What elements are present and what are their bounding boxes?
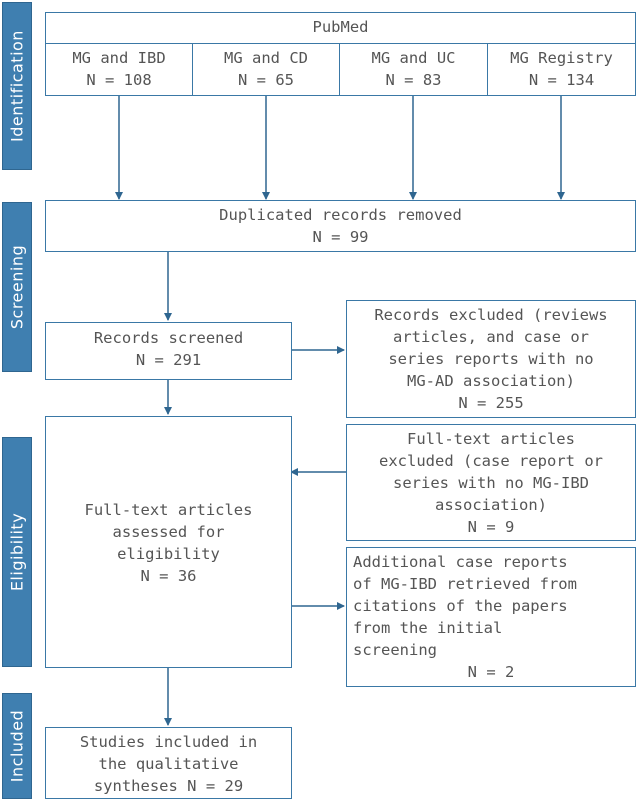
- stage-screening: Screening: [2, 202, 32, 372]
- source-count: N = 83: [385, 71, 442, 89]
- duplicates-count: N = 99: [312, 228, 369, 246]
- stage-eligibility: Eligibility: [2, 437, 32, 667]
- excluded-line: articles, and case or: [393, 328, 589, 346]
- additional-box: Additional case reports of MG-IBD retrie…: [346, 547, 636, 687]
- excluded-line: Records excluded (reviews: [374, 306, 608, 324]
- duplicates-box: Duplicated records removed N = 99: [45, 200, 636, 252]
- source-label: MG and CD: [224, 49, 308, 67]
- source-count: N = 134: [528, 71, 595, 89]
- source-count: N = 108: [86, 71, 152, 89]
- screened-label: Records screened: [93, 329, 244, 347]
- source-mg-cd: MG and CD N = 65: [192, 43, 340, 96]
- additional-count: N = 2: [467, 663, 515, 681]
- duplicates-label: Duplicated records removed: [219, 206, 462, 224]
- additional-line: screening: [353, 641, 437, 659]
- assessed-line: Full-text articles: [84, 501, 253, 519]
- fulltext-excluded-count: N = 9: [467, 518, 515, 536]
- fulltext-excluded-line: series with no MG-IBD: [393, 474, 589, 492]
- source-label: MG Registry: [510, 49, 613, 67]
- assessed-box: Full-text articles assessed for eligibil…: [45, 416, 292, 668]
- fulltext-excluded-line: Full-text articles: [407, 430, 575, 448]
- included-line: syntheses N = 29: [93, 777, 244, 795]
- additional-line: Additional case reports: [353, 553, 568, 571]
- source-mg-ibd: MG and IBD N = 108: [45, 43, 193, 96]
- excluded-line: series reports with no: [388, 350, 594, 368]
- included-line: Studies included in: [79, 733, 258, 751]
- source-count: N = 65: [238, 71, 294, 89]
- fulltext-excluded-line: association): [435, 496, 547, 514]
- fulltext-excluded-box: Full-text articles excluded (case report…: [346, 424, 636, 541]
- additional-line: citations of the papers: [353, 597, 568, 615]
- assessed-count: N = 36: [140, 567, 197, 585]
- assessed-line: eligibility: [117, 545, 220, 563]
- source-mg-uc: MG and UC N = 83: [339, 43, 488, 96]
- additional-line: of MG-IBD retrieved from: [353, 575, 577, 593]
- included-box: Studies included in the qualitative synt…: [45, 727, 292, 799]
- excluded-records-box: Records excluded (reviews articles, and …: [346, 300, 636, 418]
- source-label: MG and IBD: [72, 49, 166, 67]
- source-label: MG and UC: [371, 49, 456, 67]
- screened-box: Records screened N = 291: [45, 322, 292, 380]
- source-mg-registry: MG Registry N = 134: [487, 43, 636, 96]
- included-line: the qualitative: [98, 755, 239, 773]
- fulltext-excluded-line: excluded (case report or: [379, 452, 603, 470]
- pubmed-box: PubMed: [45, 12, 636, 44]
- screened-count: N = 291: [135, 351, 202, 369]
- additional-line: from the initial: [353, 619, 503, 637]
- assessed-line: assessed for: [112, 523, 225, 541]
- excluded-count: N = 255: [458, 394, 524, 412]
- stage-identification: Identification: [2, 2, 32, 170]
- excluded-line: MG-AD association): [407, 372, 575, 390]
- pubmed-title: PubMed: [312, 18, 369, 36]
- stage-included: Included: [2, 693, 32, 799]
